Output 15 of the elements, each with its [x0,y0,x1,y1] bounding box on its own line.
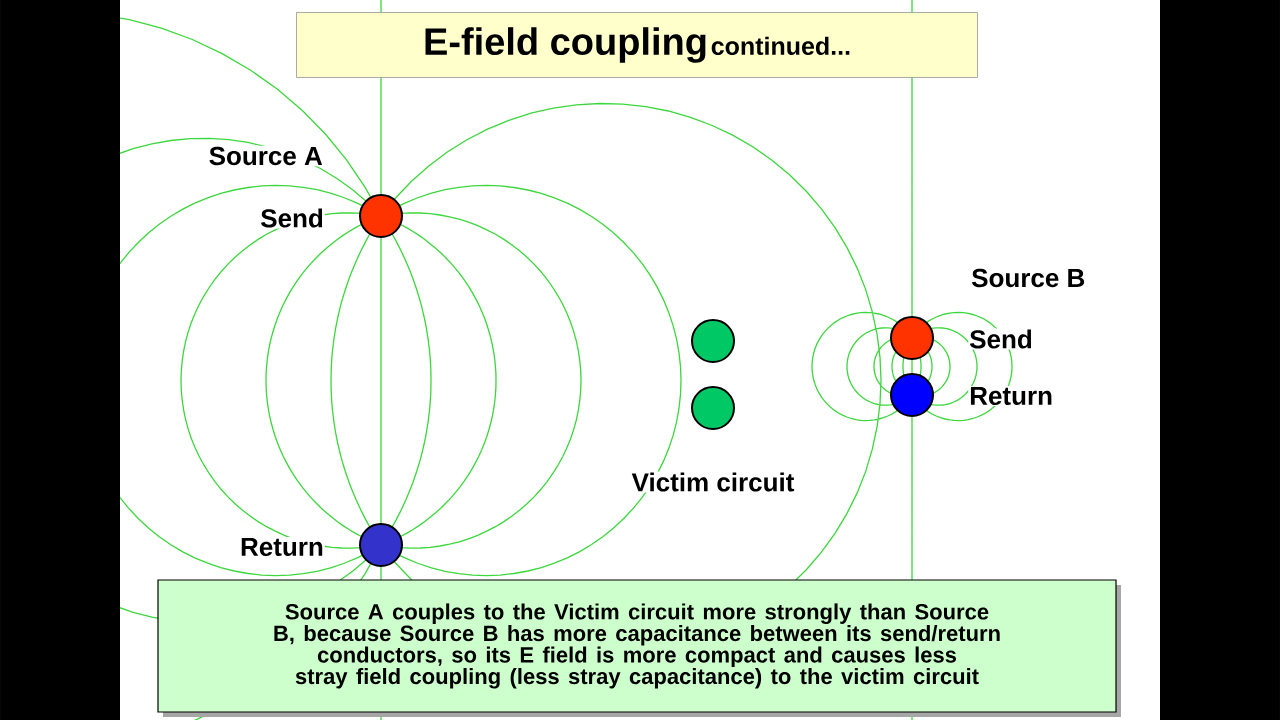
conductor-label: Return [968,385,1054,407]
conductor-circle [691,386,735,430]
conductor-circle [890,373,934,417]
conductor-label: Return [239,536,325,558]
conductor-circle [890,316,934,360]
conductor-circle [359,194,403,238]
conductor-label: Send [968,328,1034,350]
source-label: Source A [207,145,324,167]
source-label: Source B [970,267,1087,289]
source-label: Victim circuit [630,471,796,493]
conductor-circle [691,319,735,363]
conductor-label: Send [259,207,325,229]
title-box: E-field coupling continued... [296,12,978,78]
conductor-circle [359,523,403,567]
note-box: Source A couples to the Victim circuit more strongly than Source B, because Source B has more capacitance between its send/return conductors, so its E field is more compact and causes less stray field coupling (less stray capacitance) to the victim circuit [157,579,1117,713]
